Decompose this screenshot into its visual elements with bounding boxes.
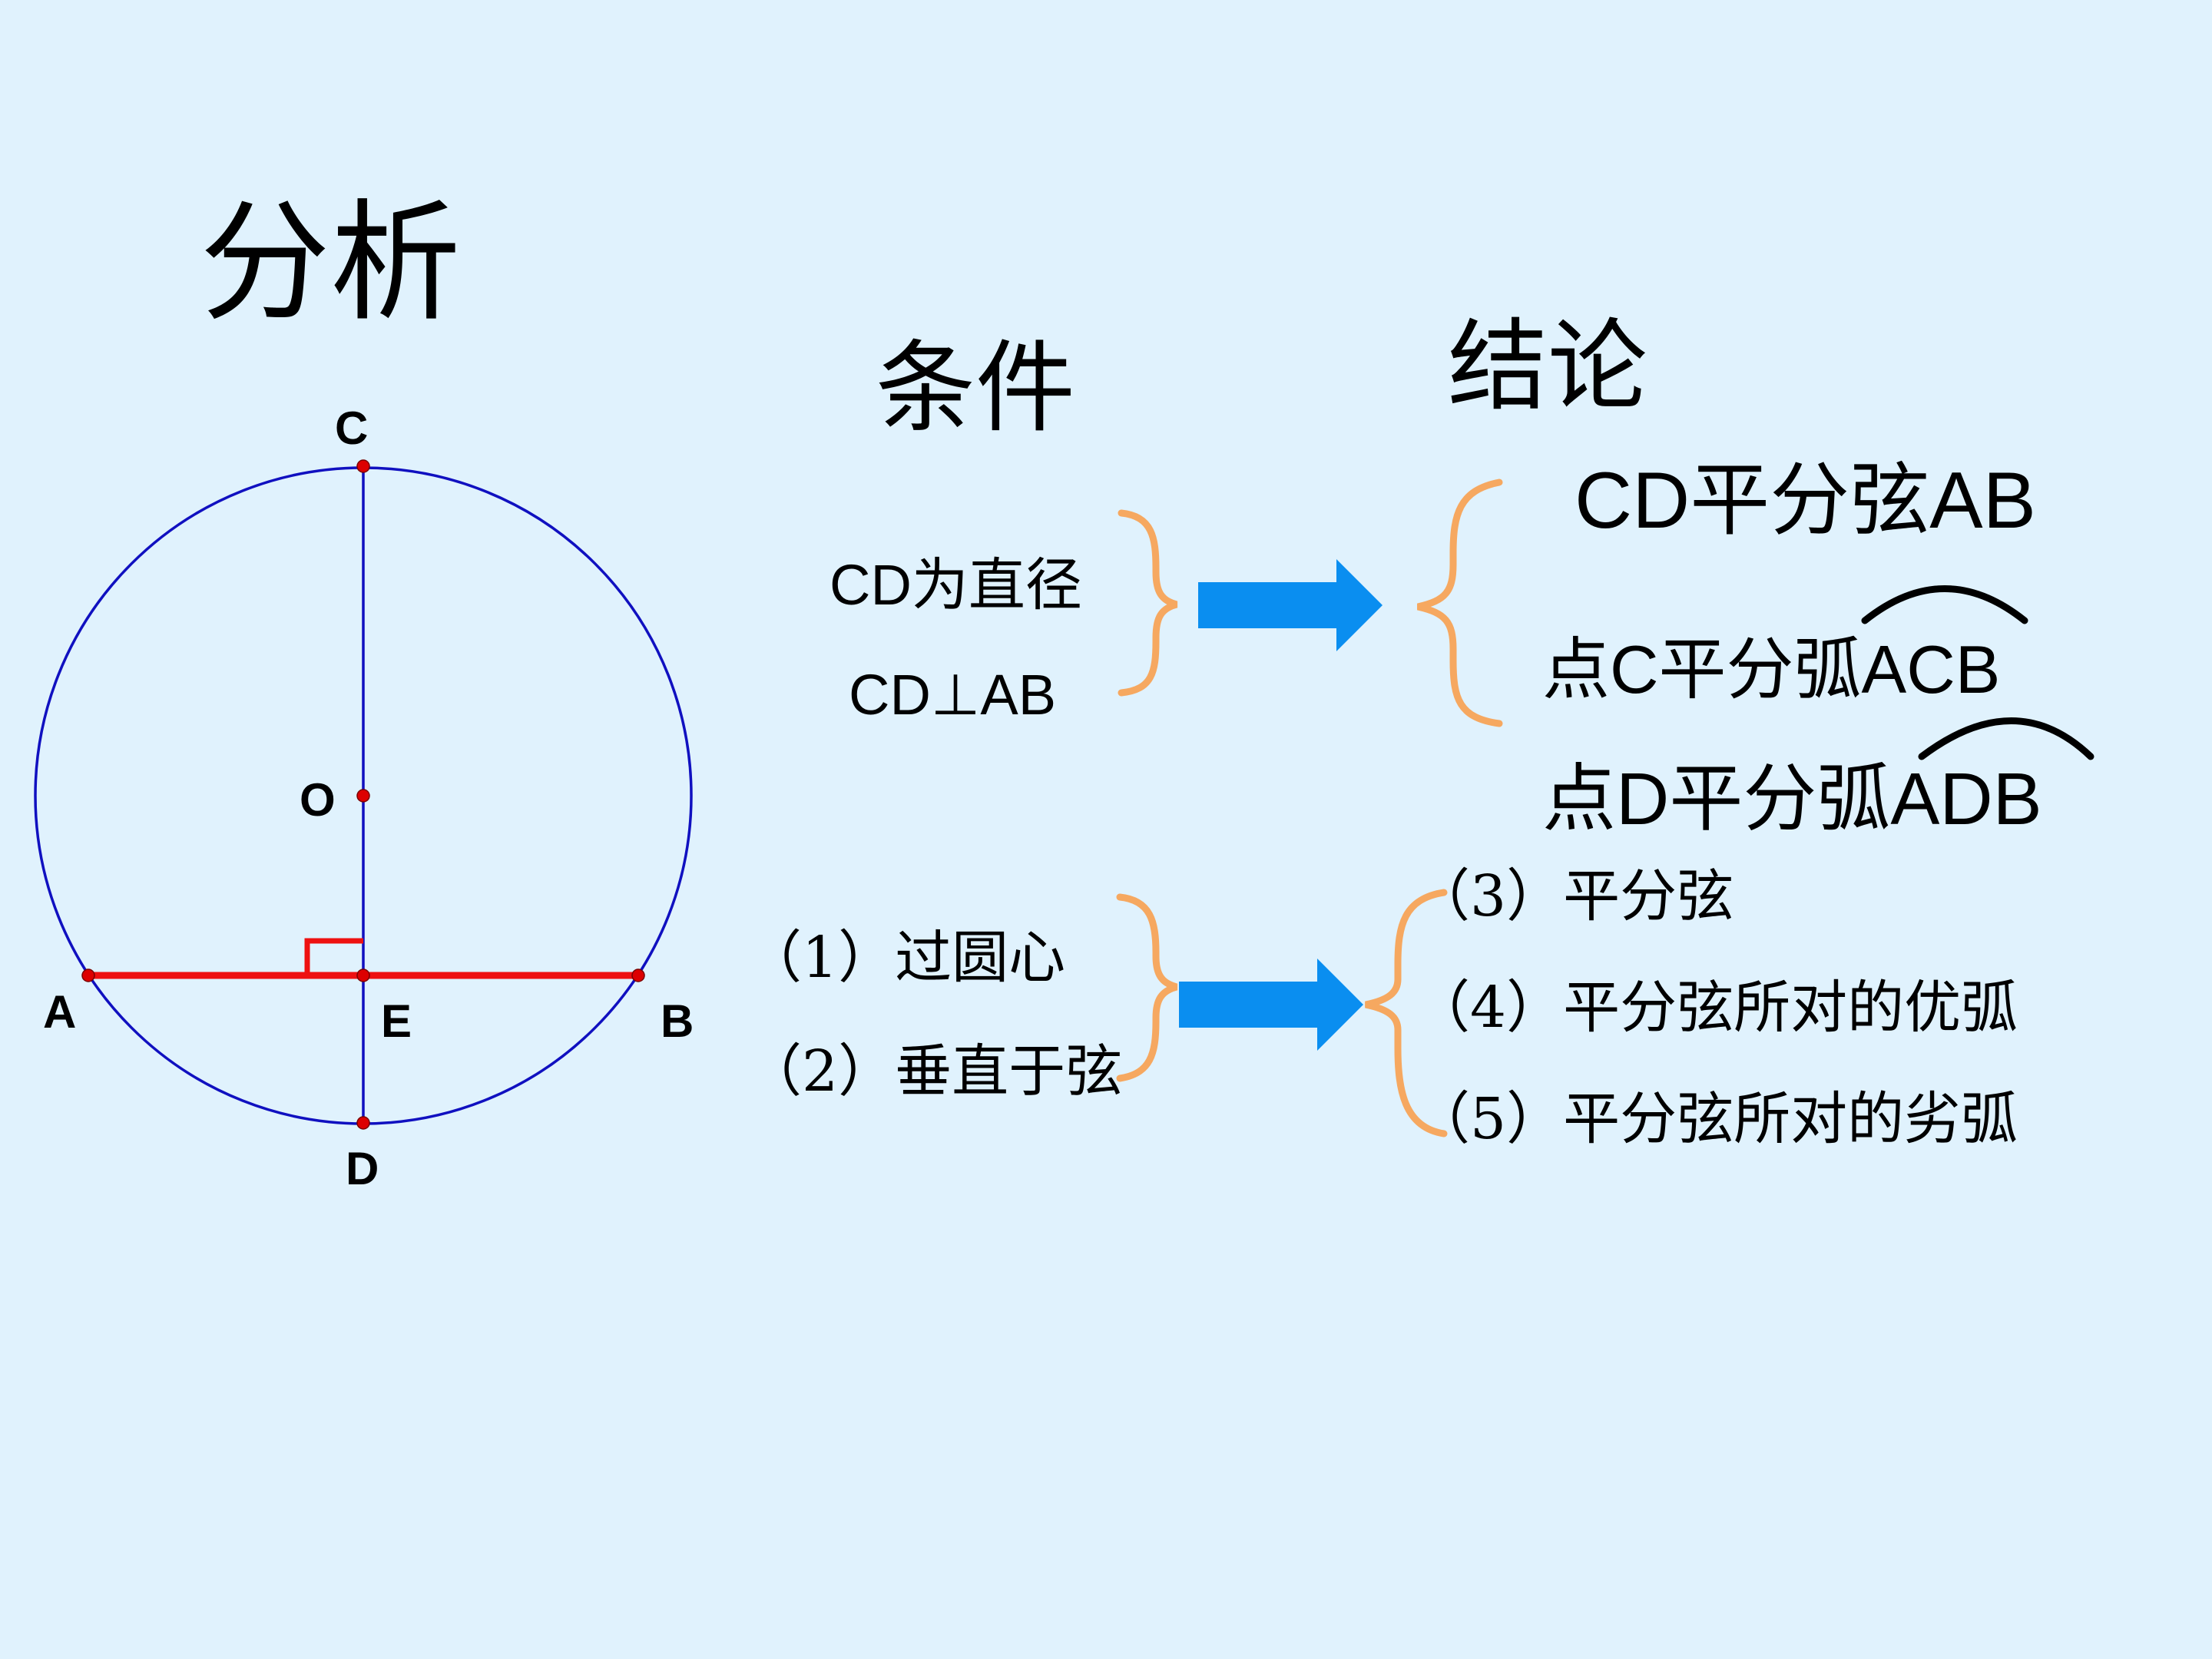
point-label-c: C [335,402,369,454]
left-brace-bottom [1365,889,1448,1137]
conclusions-header: 结论 [1448,308,1648,425]
left-brace-top [1417,478,1503,727]
point-markers [81,459,645,1130]
point-d-dot [356,1116,370,1130]
condition-perpendicular-chord: （2）垂直于弦 [745,1038,1123,1104]
point-o-dot [356,789,370,803]
conclusion-4: （4）平分弦所对的优弧 [1413,975,2018,1041]
point-c-dot [356,459,370,473]
right-angle-mark [304,938,363,975]
right-brace-bottom [1116,893,1178,1082]
conclusion-d-bisects-arc: 点D平分弧ADB [1542,758,2042,840]
point-b-dot [631,969,645,982]
point-label-e: E [381,995,412,1047]
condition-through-center: （1）过圆心 [745,925,1066,991]
right-brace-top [1118,509,1178,697]
arc-symbol-adb [1918,717,2094,760]
conclusion-5: （5）平分弦所对的劣弧 [1413,1086,2018,1152]
condition-diameter: CD为直径 [830,553,1082,617]
page-title: 分析 [200,187,462,339]
conclusion-bisects-chord: CD平分弦AB [1575,456,2036,545]
conclusion-c-bisects-arc: 点C平分弧ACB [1542,631,2001,707]
point-label-a: A [43,986,77,1038]
point-a-dot [81,969,95,982]
condition-perpendicular: CD⊥AB [849,663,1057,727]
point-label-b: B [661,995,694,1047]
point-label-o: O [300,774,336,826]
arrow-right-icon [1179,959,1363,1051]
conditions-header: 条件 [876,329,1076,446]
point-e-dot [356,969,370,982]
conclusion-3: （3）平分弦 [1413,863,1734,929]
point-label-d: D [346,1143,379,1194]
arc-symbol-acb [1861,585,2028,624]
braces [1116,478,1503,1137]
arrow-right-icon [1198,559,1382,651]
circle-figure [34,459,693,1130]
